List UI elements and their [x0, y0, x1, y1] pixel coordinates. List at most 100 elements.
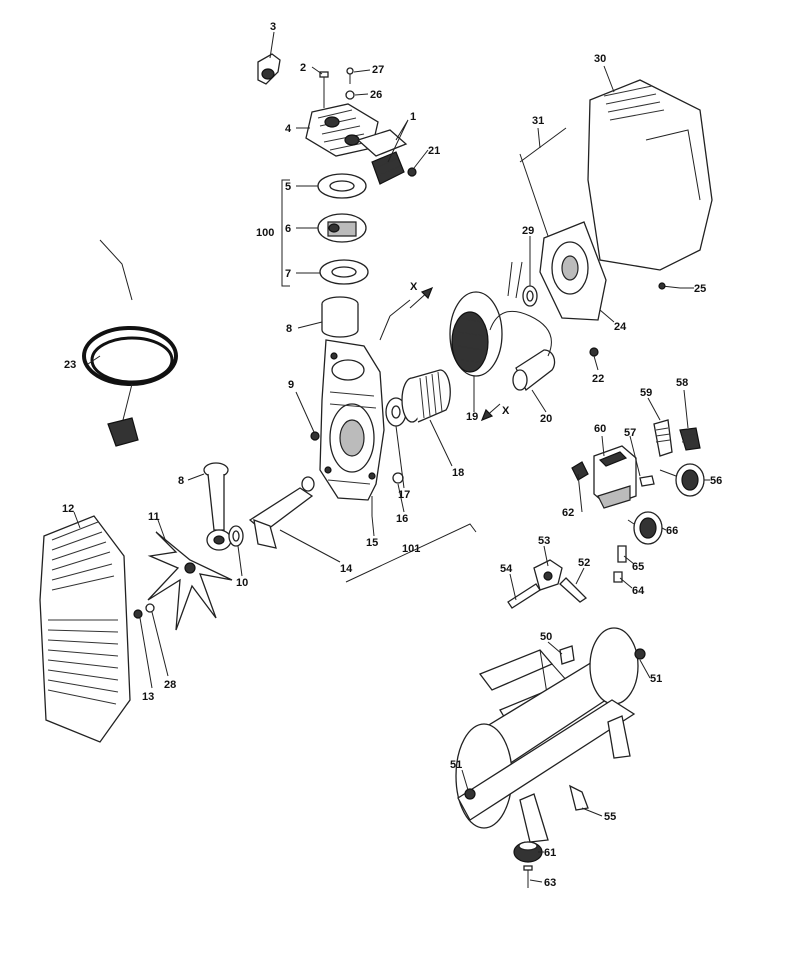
label-18: 18 [452, 467, 464, 479]
part-66-gauge [627, 511, 663, 545]
part-28-washer [145, 603, 155, 613]
part-2-head-bolt [319, 71, 329, 108]
part-3-elbow-fitting [257, 53, 281, 85]
part-8-cylinder-sleeve [321, 296, 359, 338]
part-20-capacitor [489, 310, 556, 392]
part-51-plug-side [464, 788, 476, 800]
label-65: 65 [632, 561, 644, 573]
label-10: 10 [236, 577, 248, 589]
part-64-fitting [613, 571, 623, 583]
arrow-x-bottom [480, 403, 501, 422]
label-23: 23 [64, 359, 76, 371]
part-25-screw [658, 282, 681, 290]
part-crankcase [319, 339, 385, 501]
label-22: 22 [592, 373, 604, 385]
part-57-fitting [639, 475, 655, 487]
part-55-drain-fitting [569, 784, 589, 811]
label-64: 64 [632, 585, 645, 597]
label-26: 26 [370, 89, 382, 101]
motor-wires [507, 261, 523, 299]
part-6-valve-plate [317, 213, 367, 243]
part-18-rotor [401, 369, 451, 423]
part-60-pressure-switch [593, 445, 637, 509]
label-56: 56 [710, 475, 722, 487]
label-x-top: X [410, 281, 418, 293]
part-8-connecting-rod [203, 462, 232, 551]
label-5: 5 [285, 181, 291, 193]
label-58: 58 [676, 377, 688, 389]
part-23-power-cord [82, 239, 178, 447]
label-52: 52 [578, 557, 590, 569]
part-54-tube [507, 583, 541, 609]
part-63-bolt [523, 865, 533, 888]
label-15: 15 [366, 537, 378, 549]
part-11-fan [147, 531, 233, 631]
label-7: 7 [285, 268, 291, 280]
part-24-motor-end-bracket [539, 221, 607, 321]
part-50-fitting [559, 645, 575, 665]
label-101: 101 [402, 543, 420, 555]
label-28: 28 [164, 679, 176, 691]
label-x-bottom: X [502, 405, 510, 417]
label-21: 21 [428, 145, 440, 157]
label-66: 66 [666, 525, 678, 537]
air-tank [455, 627, 639, 829]
part-62-fitting [571, 461, 589, 481]
group-100-bracket [281, 179, 290, 287]
part-22-screw [589, 347, 599, 357]
part-52-tube [559, 577, 588, 603]
label-24: 24 [614, 321, 627, 333]
label-20: 20 [540, 413, 552, 425]
label-14: 14 [340, 563, 353, 575]
part-19-stator [449, 291, 503, 377]
label-57: 57 [624, 427, 636, 439]
label-25: 25 [694, 283, 706, 295]
part-21-screw [407, 167, 417, 177]
part-10-bearing [228, 525, 244, 547]
part-5-gasket [317, 173, 367, 199]
part-65-nipple [617, 545, 627, 563]
part-14-crankshaft [248, 476, 315, 549]
part-58-safety-valve [679, 427, 701, 451]
label-100: 100 [256, 227, 274, 239]
part-51-plug-top [634, 648, 646, 660]
label-61: 61 [544, 847, 556, 859]
label-13: 13 [142, 691, 154, 703]
part-59-regulator [653, 419, 673, 457]
label-9: 9 [288, 379, 294, 391]
label-55: 55 [604, 811, 616, 823]
label-27: 27 [372, 64, 384, 76]
label-31: 31 [532, 115, 544, 127]
part-12-fan-cover [39, 515, 131, 743]
label-4: 4 [285, 123, 292, 135]
part-26-washer [345, 90, 355, 100]
label-8-sleeve: 8 [286, 323, 292, 335]
tank-foot-front [519, 793, 549, 843]
label-54: 54 [500, 563, 513, 575]
part-30-motor-cover [587, 79, 713, 271]
label-59: 59 [640, 387, 652, 399]
label-51-side: 51 [450, 759, 462, 771]
part-61-rubber-foot [513, 841, 543, 863]
part-4-cylinder-head [305, 103, 379, 157]
label-16: 16 [396, 513, 408, 525]
label-17: 17 [398, 489, 410, 501]
label-2: 2 [300, 62, 306, 74]
label-11: 11 [148, 511, 160, 523]
group-101-bracket [345, 523, 477, 583]
label-19: 19 [466, 411, 478, 423]
part-1-valve-plate-set [356, 129, 408, 185]
label-12: 12 [62, 503, 74, 515]
arrow-x-top [409, 286, 434, 309]
part-9-screw [310, 431, 320, 441]
label-53: 53 [538, 535, 550, 547]
leader-lines [73, 31, 710, 883]
label-8-rod: 8 [178, 475, 184, 487]
part-13-screw [133, 609, 143, 619]
part-16-nut [392, 472, 404, 484]
label-29: 29 [522, 225, 534, 237]
part-7-gasket [319, 259, 369, 285]
label-50: 50 [540, 631, 552, 643]
label-3: 3 [270, 21, 276, 33]
